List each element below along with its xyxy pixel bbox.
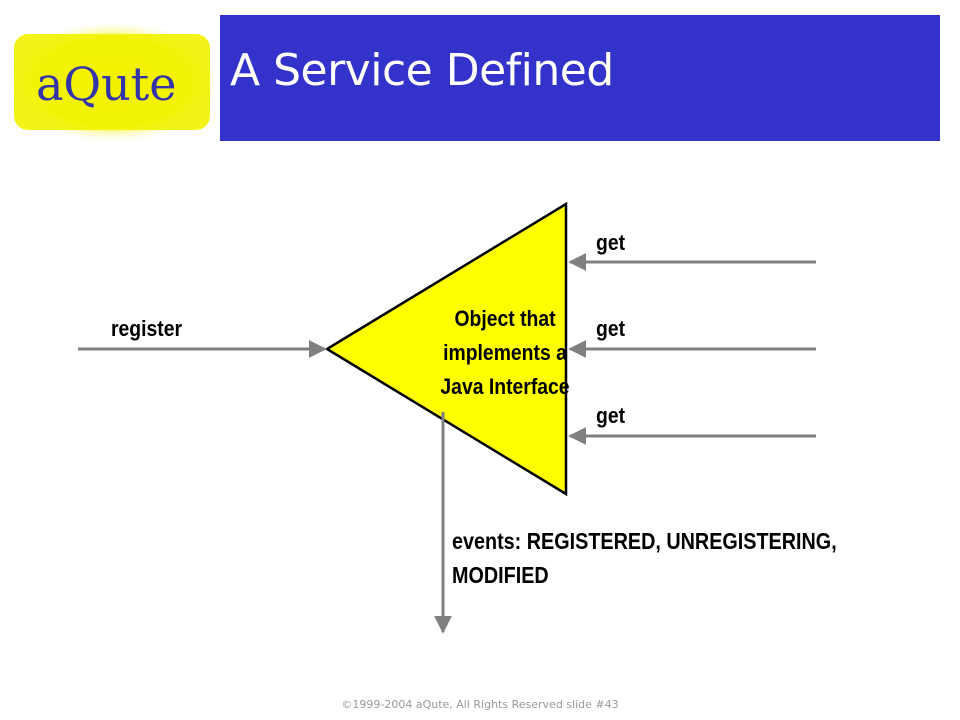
register-label: register — [111, 316, 183, 341]
get-label-1: get — [596, 230, 626, 255]
service-object-triangle — [324, 201, 568, 497]
events-label: events: REGISTERED, UNREGISTERING, MODIF… — [452, 524, 899, 592]
logo-text: aQute — [36, 57, 176, 111]
page-title: A Service Defined — [230, 45, 614, 96]
get-label-3: get — [596, 403, 626, 428]
get-label-2: get — [596, 316, 626, 341]
events-prefix: events: — [452, 528, 527, 554]
title-bar: A Service Defined — [220, 15, 940, 141]
service-object-label: Object that implements a Java Interface — [440, 306, 570, 399]
aqute-logo: aQute — [5, 20, 221, 144]
footer-copyright: ©1999-2004 aQute, All Rights Reserved sl… — [341, 698, 619, 711]
events-list: REGISTERED, UNREGISTERING, MODIFIED — [452, 528, 837, 588]
